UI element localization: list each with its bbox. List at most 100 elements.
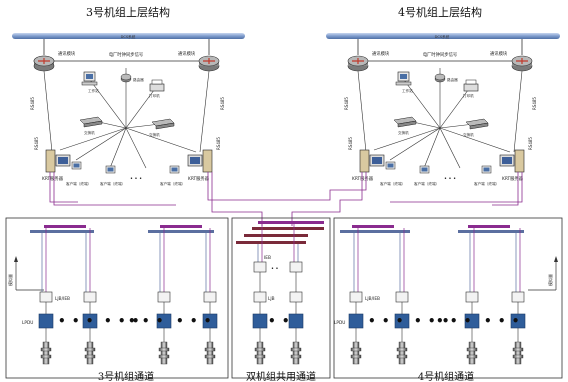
shared-ieb-dots: • • bbox=[271, 266, 279, 272]
left-hub-left-label: 交换机 bbox=[84, 130, 95, 135]
left-lpdu-1 bbox=[38, 313, 54, 329]
shared-channel-box bbox=[231, 217, 331, 379]
left-ljb-label: LJB/IEB bbox=[55, 296, 70, 302]
left-channel-box bbox=[5, 217, 229, 379]
shared-ljb-2 bbox=[289, 291, 303, 303]
right-structure-title: 4号机组上层结构 bbox=[398, 5, 482, 19]
right-printer-label: 打印机 bbox=[463, 93, 474, 98]
right-rs485-left-2: RS485 bbox=[348, 137, 353, 150]
right-workstation-label: 工作站 bbox=[402, 88, 413, 93]
left-sensor-2-icon bbox=[84, 341, 96, 365]
left-router-left-label: 通讯模块 bbox=[58, 50, 76, 57]
left-dcs-bus-label: DCS系统 bbox=[121, 34, 136, 39]
right-sensor-4-icon bbox=[512, 341, 524, 365]
left-router-right-icon bbox=[198, 55, 220, 72]
left-upper-structure: DCS系统 通讯模块 通讯模块 电厂时钟同步信号 bbox=[12, 33, 245, 186]
right-ljb-2 bbox=[395, 291, 409, 303]
left-rs485-left: RS485 bbox=[30, 97, 35, 110]
right-channel: 模拟量 LJB/IEB bbox=[334, 225, 558, 382]
left-dots-2: • • • bbox=[104, 314, 140, 328]
right-sensor-1-icon bbox=[350, 341, 362, 365]
left-hub-left-icon bbox=[79, 116, 103, 128]
left-dots-4: • • • bbox=[176, 314, 212, 328]
left-side-label: 模拟量 bbox=[7, 274, 13, 286]
right-client-3-icon bbox=[481, 165, 492, 174]
left-client-1-label: 客户端（终端） bbox=[66, 181, 91, 186]
right-server-right-icon bbox=[499, 149, 525, 173]
left-dots-1: • • • bbox=[58, 314, 94, 328]
left-timing-switch-icon bbox=[120, 73, 132, 83]
left-dcs-bus bbox=[12, 33, 245, 39]
right-client-3-label: 客户端（终端） bbox=[474, 181, 499, 186]
left-client-1-icon bbox=[71, 161, 82, 170]
left-ljb-3 bbox=[157, 291, 171, 303]
right-lpdu-1 bbox=[348, 313, 364, 329]
right-workstation-icon bbox=[395, 71, 412, 86]
left-channel: 模拟量 LJB/IEB bbox=[7, 225, 218, 382]
shared-sensor-1-icon bbox=[254, 341, 266, 365]
right-dots-4: • • • bbox=[484, 314, 520, 328]
left-rs485-left-2: RS485 bbox=[34, 137, 39, 150]
right-rs485-right-2: RS485 bbox=[528, 137, 533, 150]
shared-ljb-label: LJB bbox=[268, 296, 275, 302]
shared-ljb-1 bbox=[253, 291, 267, 303]
right-dcs-bus bbox=[326, 33, 560, 39]
right-ljb-1 bbox=[349, 291, 363, 303]
right-server-left-icon bbox=[359, 149, 385, 173]
shared-lpdu-1 bbox=[252, 313, 268, 329]
left-client-2-label: 客户端（终端） bbox=[100, 181, 125, 186]
right-router-right-icon bbox=[511, 55, 533, 72]
right-hub-left-icon bbox=[393, 116, 417, 128]
right-ljb-3 bbox=[465, 291, 479, 303]
left-clients-ellipsis: • • • bbox=[130, 176, 142, 182]
left-ljb-2 bbox=[83, 291, 97, 303]
left-clock-label: 电厂时钟同步信号 bbox=[109, 51, 143, 58]
left-printer-icon bbox=[149, 79, 165, 92]
right-ljb-label: LJB/IEB bbox=[365, 296, 380, 302]
right-client-1-icon bbox=[385, 161, 396, 170]
cross-links bbox=[49, 172, 523, 226]
left-router-left-icon bbox=[33, 55, 55, 72]
left-router-right-label: 通讯模块 bbox=[178, 50, 196, 57]
left-sensor-4-icon bbox=[204, 341, 216, 365]
left-server-left-icon bbox=[45, 149, 71, 173]
right-client-2-icon bbox=[419, 165, 430, 174]
shared-ieb-1 bbox=[253, 261, 267, 273]
shared-ieb-label: IEB bbox=[264, 255, 271, 261]
shared-channel: IEB • • LJB • • 双机组共用通道 bbox=[236, 221, 324, 382]
shared-channel-title: 双机组共用通道 bbox=[246, 370, 316, 382]
right-hub-right-label: 交换机 bbox=[463, 132, 474, 137]
left-workstation-label: 工作站 bbox=[88, 88, 99, 93]
right-server-right-label: KRT服务器 bbox=[502, 175, 524, 182]
left-sensor-1-icon bbox=[40, 341, 52, 365]
left-ljb-4 bbox=[203, 291, 217, 303]
left-dots-3: • • • bbox=[128, 314, 164, 328]
left-printer-label: 打印机 bbox=[149, 93, 160, 98]
right-channel-box bbox=[333, 217, 563, 379]
left-client-2-icon bbox=[105, 165, 116, 174]
right-clients-ellipsis: • • • bbox=[444, 176, 456, 182]
right-upper-structure: DCS系统 通讯模块 通讯模块 电厂时钟同步信号 bbox=[326, 33, 560, 186]
left-rs485-right: RS485 bbox=[220, 97, 225, 110]
right-rs485-right: RS485 bbox=[532, 97, 537, 110]
right-ljb-4 bbox=[511, 291, 525, 303]
left-ljb-1 bbox=[39, 291, 53, 303]
right-clock-label: 电厂时钟同步信号 bbox=[423, 51, 457, 58]
shared-sensor-2-icon bbox=[290, 341, 302, 365]
shared-lpdu-2 bbox=[288, 313, 304, 329]
right-client-2-label: 客户端（终端） bbox=[414, 181, 439, 186]
right-channel-title: 4号机组通道 bbox=[418, 370, 474, 382]
left-rs485-right-2: RS485 bbox=[216, 137, 221, 150]
right-sensor-3-icon bbox=[466, 341, 478, 365]
left-client-3-icon bbox=[169, 165, 180, 174]
right-timing-switch-icon bbox=[434, 73, 446, 83]
right-hub-right-icon bbox=[465, 118, 489, 130]
right-sensor-2-icon bbox=[396, 341, 408, 365]
right-router-left-label: 通讯模块 bbox=[372, 50, 390, 57]
right-dots-3: • • • bbox=[436, 314, 472, 328]
right-printer-icon bbox=[463, 79, 479, 92]
left-structure-title: 3号机组上层结构 bbox=[86, 5, 170, 19]
left-hub-right-label: 交换机 bbox=[149, 132, 160, 137]
right-dcs-bus-label: DCS系统 bbox=[435, 34, 450, 39]
